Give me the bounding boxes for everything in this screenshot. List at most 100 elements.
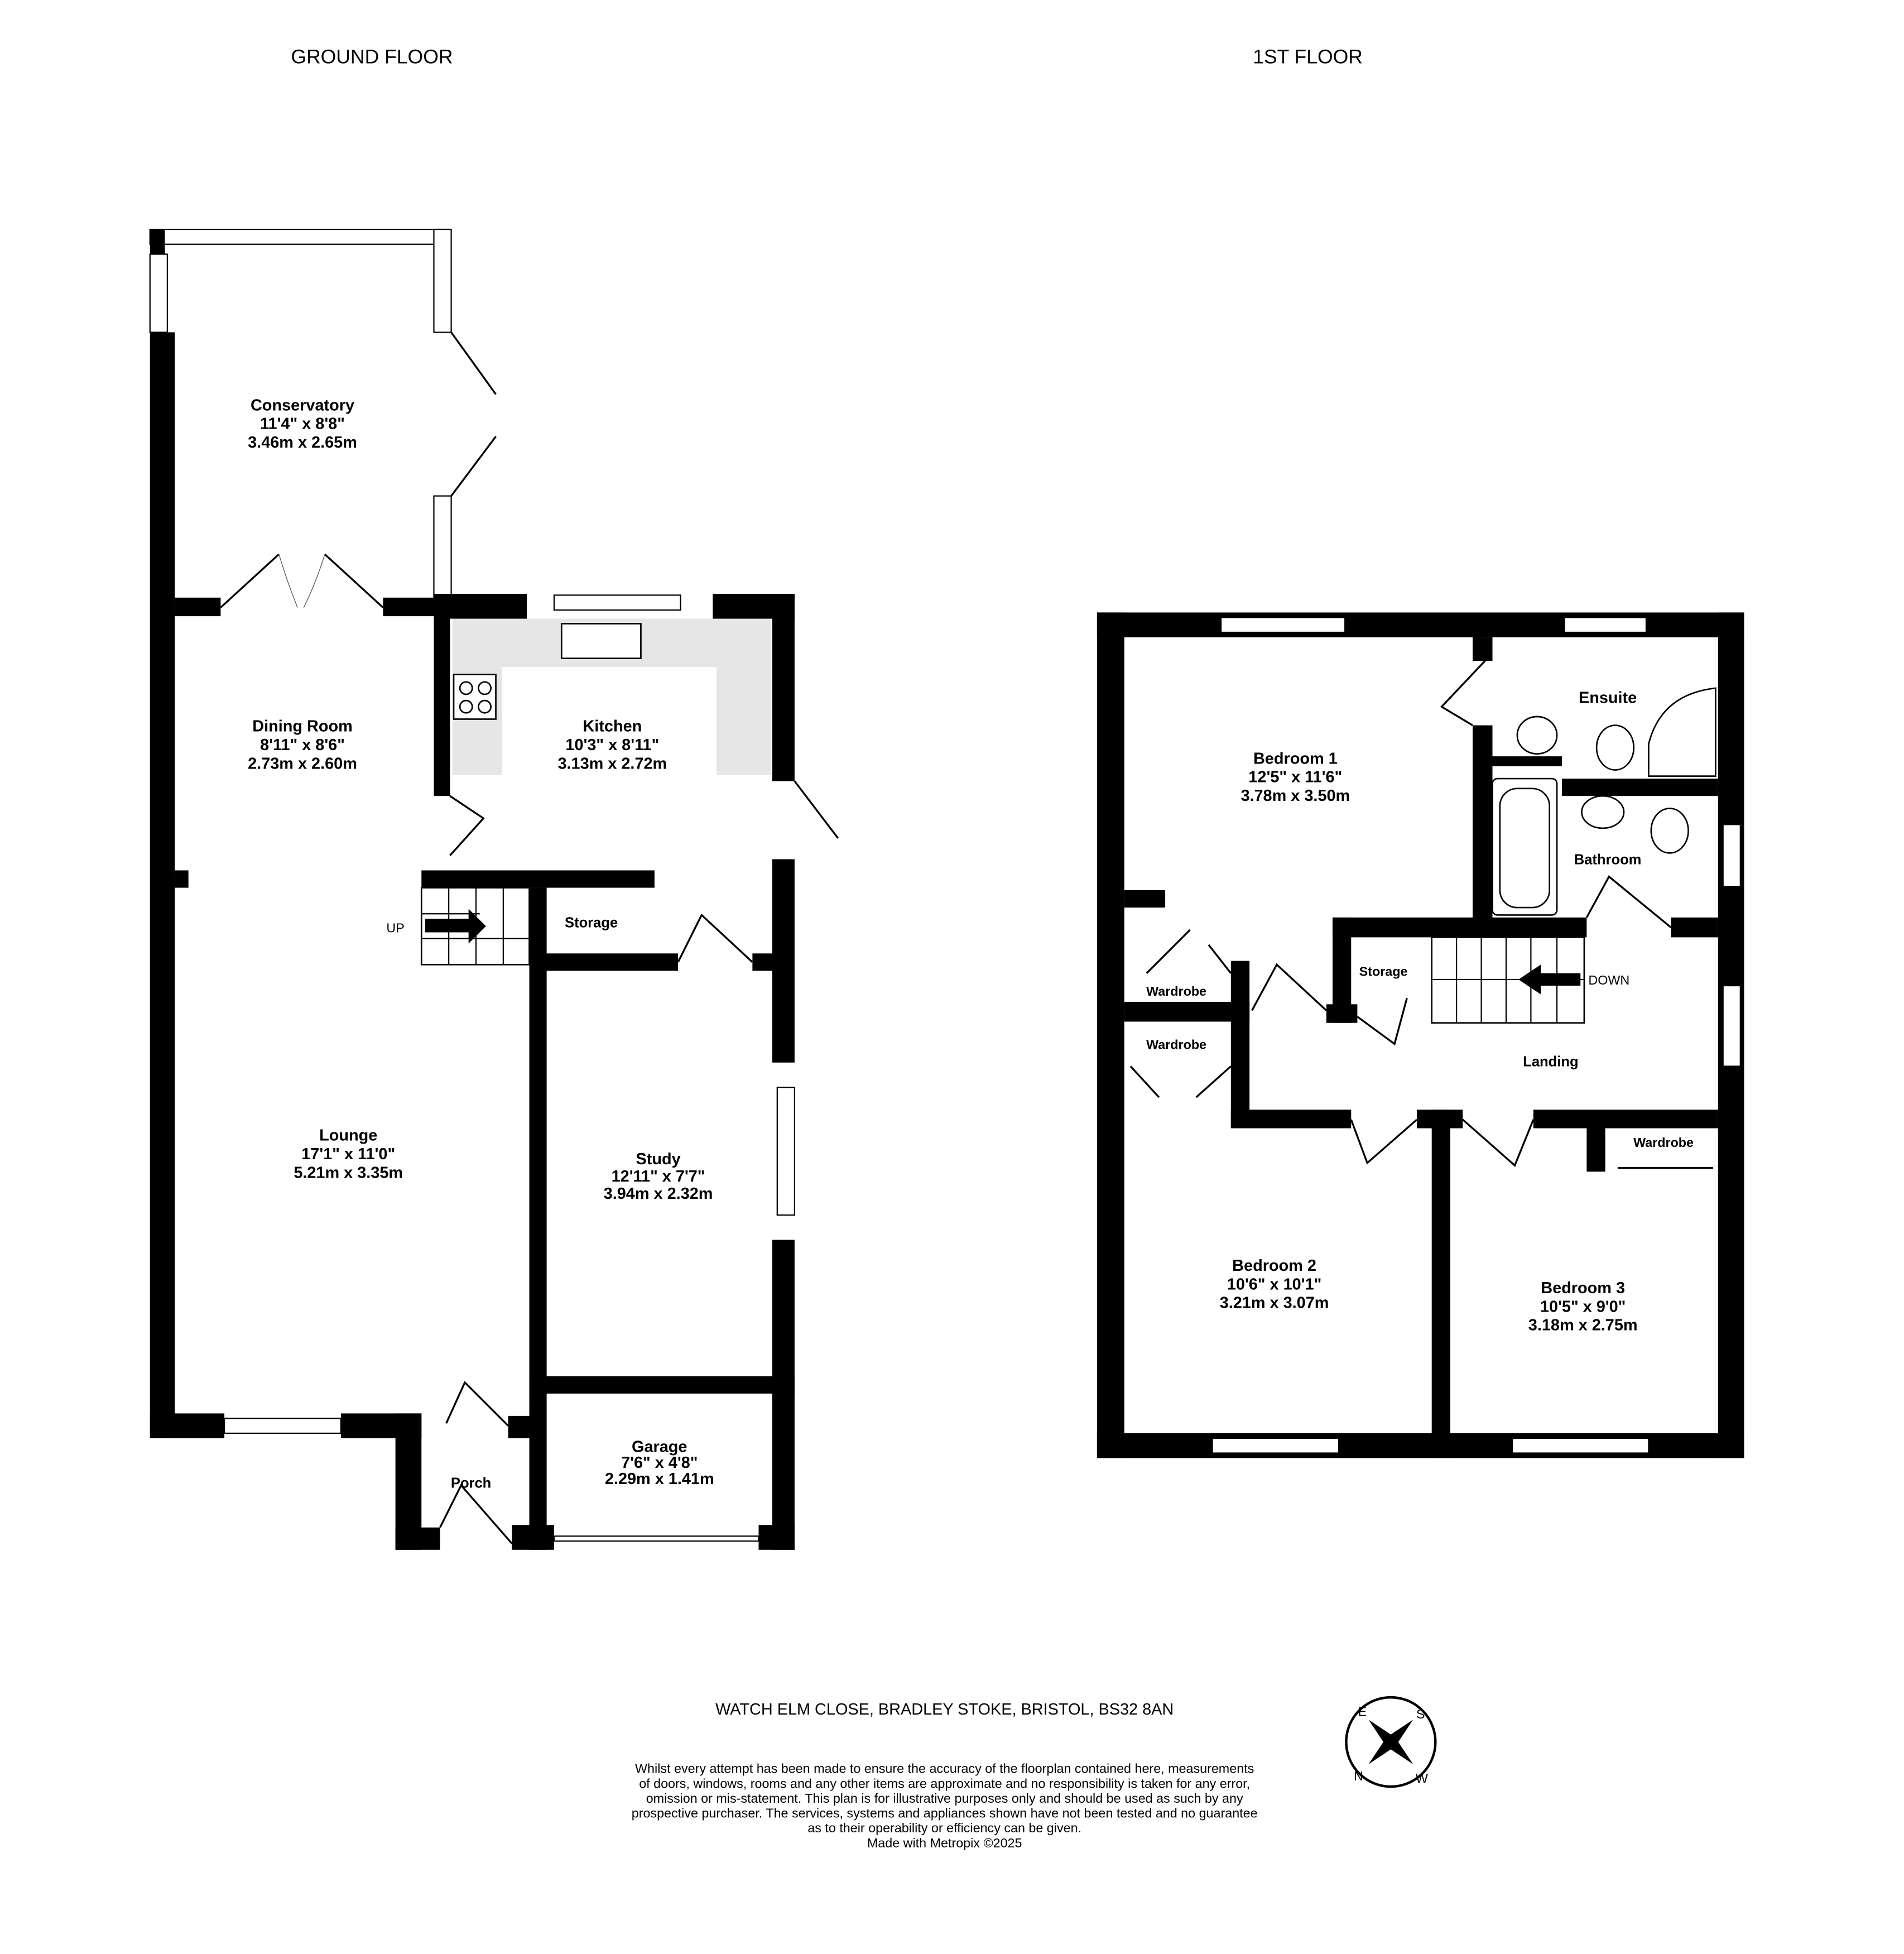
garage-door[interactable]	[553, 1535, 759, 1542]
room-bedroom-1: Bedroom 1 12'5" x 11'6" 3.78m x 3.50m	[1241, 750, 1350, 805]
window	[1564, 617, 1647, 633]
window	[433, 228, 452, 333]
svg-text:Made with Metropix ©2025: Made with Metropix ©2025	[867, 1836, 1022, 1850]
room-name: Kitchen	[583, 718, 642, 736]
ground-floor-plan: UP Storage Conservatory 11'4" x 8'8" 3.4…	[149, 228, 839, 1550]
room-name: Bedroom 3	[1541, 1279, 1625, 1297]
room-size-imperial: 7'6" x 4'8"	[621, 1454, 698, 1472]
basin-icon	[1581, 795, 1625, 829]
room-lounge: Lounge 17'1" x 11'0" 5.21m x 3.35m	[294, 1127, 403, 1182]
window	[433, 495, 452, 598]
kitchen-door[interactable]	[449, 795, 485, 856]
french-door[interactable]	[220, 553, 384, 608]
window	[223, 1418, 342, 1434]
storage-door[interactable]	[677, 913, 753, 963]
hob-icon	[453, 674, 497, 720]
bathroom-door[interactable]	[1585, 875, 1672, 928]
bathroom-label: Bathroom	[1574, 852, 1642, 867]
svg-text:omission or mis-statement. Thi: omission or mis-statement. This plan is …	[646, 1791, 1243, 1806]
bedroom-door[interactable]	[1350, 1118, 1535, 1167]
window	[1722, 985, 1741, 1067]
window	[149, 253, 168, 333]
window	[553, 594, 681, 611]
room-size-imperial: 12'5" x 11'6"	[1248, 769, 1342, 786]
arrow-icon	[425, 909, 486, 944]
room-size-metric: 3.46m x 2.65m	[248, 434, 357, 452]
room-conservatory: Conservatory 11'4" x 8'8" 3.46m x 2.65m	[248, 396, 357, 452]
porch-label: Porch	[451, 1476, 491, 1491]
compass-n: N	[1354, 1769, 1363, 1783]
kitchen-counter	[716, 667, 771, 775]
room-kitchen: Kitchen 10'3" x 8'11" 3.13m x 2.72m	[557, 718, 667, 773]
room-garage: Garage 7'6" x 4'8" 2.29m x 1.41m	[605, 1438, 714, 1488]
sink-icon	[560, 623, 642, 659]
room-dining-room: Dining Room 8'11" x 8'6" 2.73m x 2.60m	[248, 718, 357, 773]
room-name: Bedroom 1	[1253, 750, 1338, 767]
wardrobe-door[interactable]	[1129, 929, 1232, 1098]
room-name: Bedroom 2	[1232, 1257, 1316, 1275]
landing-label: Landing	[1523, 1054, 1578, 1069]
front-door[interactable]	[439, 1483, 513, 1544]
ensuite-label: Ensuite	[1579, 689, 1637, 707]
room-size-imperial: 10'3" x 8'11"	[565, 736, 659, 754]
toilet-icon	[1595, 724, 1635, 771]
storage-label: Storage	[565, 915, 618, 931]
room-size-metric: 3.21m x 3.07m	[1220, 1294, 1329, 1312]
room-size-imperial: 11'4" x 8'8"	[260, 415, 345, 433]
room-bedroom-3: Bedroom 3 10'5" x 9'0" 3.18m x 2.75m	[1528, 1279, 1638, 1334]
storage-door[interactable]	[1357, 997, 1408, 1046]
window	[1220, 617, 1346, 633]
wardrobe-label: Wardrobe	[1146, 984, 1206, 998]
first-floor-plan: DOWN Bedroom 1 12'5" x 11'6" 3.78m x 3.5…	[1097, 612, 1744, 1458]
svg-text:as to their operability or eff: as to their operability or efficiency ca…	[807, 1821, 1081, 1835]
french-door[interactable]	[450, 332, 497, 497]
shower-icon	[1648, 687, 1717, 777]
wardrobe-label: Wardrobe	[1146, 1037, 1206, 1052]
address: WATCH ELM CLOSE, BRADLEY STOKE, BRISTOL,…	[715, 1701, 1174, 1718]
svg-text:of doors, windows, rooms and a: of doors, windows, rooms and any other i…	[639, 1776, 1250, 1790]
svg-text:prospective purchaser. The ser: prospective purchaser. The services, sys…	[632, 1806, 1258, 1821]
back-door[interactable]	[794, 780, 839, 839]
window	[1511, 1437, 1650, 1454]
storage-label: Storage	[1359, 964, 1408, 978]
room-size-imperial: 10'5" x 9'0"	[1540, 1298, 1626, 1316]
window	[149, 228, 451, 245]
arrow-icon	[1518, 964, 1581, 995]
room-size-metric: 2.73m x 2.60m	[248, 755, 357, 772]
room-bedroom-2: Bedroom 2 10'6" x 10'1" 3.21m x 3.07m	[1220, 1257, 1329, 1312]
room-size-imperial: 17'1" x 11'0"	[301, 1145, 395, 1163]
compass-s: S	[1416, 1707, 1425, 1721]
bedroom1-door[interactable]	[1251, 963, 1327, 1011]
room-name: Lounge	[319, 1127, 377, 1145]
toilet-icon	[1650, 808, 1689, 854]
room-size-metric: 3.13m x 2.72m	[557, 755, 667, 772]
porch-inner-door[interactable]	[445, 1381, 509, 1427]
room-name: Dining Room	[252, 718, 353, 736]
window	[1722, 824, 1741, 887]
room-name: Study	[636, 1150, 680, 1168]
room-size-metric: 2.29m x 1.41m	[605, 1470, 714, 1488]
room-name: Garage	[632, 1438, 687, 1456]
wardrobe-label: Wardrobe	[1633, 1135, 1694, 1150]
svg-text:Whilst every attempt has been: Whilst every attempt has been made to en…	[635, 1761, 1254, 1776]
room-name: Conservatory	[251, 396, 354, 414]
window	[1211, 1437, 1340, 1454]
room-size-metric: 3.18m x 2.75m	[1528, 1317, 1638, 1334]
ensuite-door[interactable]	[1440, 660, 1486, 726]
room-size-imperial: 12'11" x 7'7"	[612, 1168, 705, 1185]
room-study: Study 12'11" x 7'7" 3.94m x 2.32m	[604, 1150, 713, 1203]
room-size-metric: 5.21m x 3.35m	[294, 1164, 403, 1182]
compass-e: E	[1358, 1704, 1367, 1718]
compass-icon: E S N W	[1345, 1696, 1437, 1788]
room-size-imperial: 8'11" x 8'6"	[260, 736, 345, 754]
disclaimer: Whilst every attempt has been made to en…	[632, 1761, 1258, 1850]
first-floor-title: 1ST FLOOR	[1253, 45, 1363, 68]
ground-floor-title: GROUND FLOOR	[291, 45, 453, 68]
basin-icon	[1516, 716, 1558, 755]
room-size-metric: 3.94m x 2.32m	[604, 1185, 713, 1203]
room-size-imperial: 10'6" x 10'1"	[1227, 1275, 1321, 1293]
window	[776, 1087, 795, 1216]
compass-w: W	[1416, 1771, 1428, 1785]
room-size-metric: 3.78m x 3.50m	[1241, 787, 1350, 805]
